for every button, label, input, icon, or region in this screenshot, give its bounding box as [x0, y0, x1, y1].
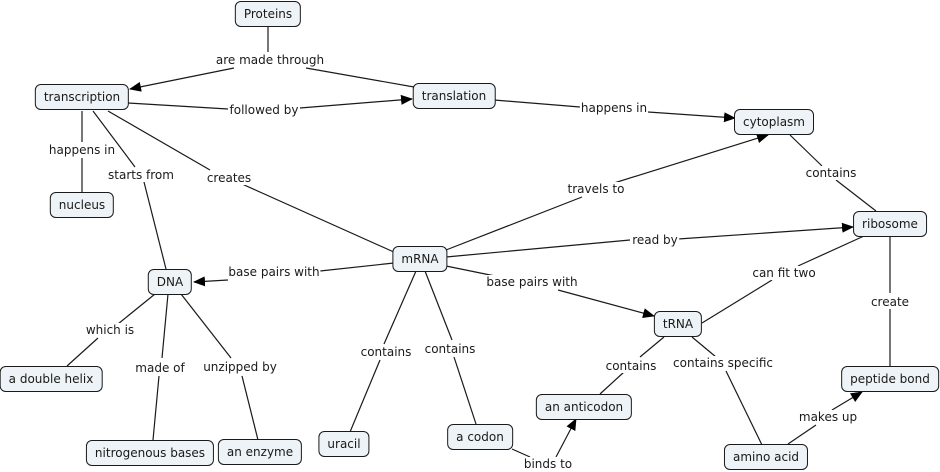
concept-trna[interactable]: tRNA — [653, 311, 703, 337]
edge-transcription-startsfrom — [92, 110, 136, 168]
edge-dna-madeof — [161, 293, 169, 359]
edge-link-transcription — [129, 67, 235, 92]
edge-canfittwo-trna — [701, 279, 773, 324]
link-which-is: which is — [84, 323, 136, 337]
edge-contains-ribosome — [835, 179, 877, 212]
link-are-made-through: are made through — [214, 53, 326, 67]
edge-transcription-creates — [107, 110, 211, 171]
concept-codon[interactable]: a codon — [447, 424, 513, 450]
link-contains-specific: contains specific — [672, 356, 774, 370]
edge-mrna-travelsto — [445, 196, 583, 251]
edge-basepairs-dna — [193, 276, 229, 287]
edge-ribosome-canfittwo — [797, 235, 865, 267]
edge-mrna-contains-uracil — [383, 270, 417, 345]
link-base-pairs-with-trna: base pairs with — [485, 275, 579, 289]
edge-contains-anticodon — [599, 371, 625, 395]
concept-translation[interactable]: translation — [412, 83, 496, 109]
link-makes-up: makes up — [797, 410, 859, 424]
link-contains-anticodon: contains — [604, 359, 658, 373]
link-contains-codon: contains — [423, 342, 477, 356]
concept-double-helix[interactable]: a double helix — [0, 366, 103, 392]
edge-creates-mrna — [241, 183, 397, 254]
concept-ribosome[interactable]: ribosome — [853, 211, 927, 237]
edge-translation-happensin — [493, 99, 581, 108]
edge-unzippedby-enzyme — [241, 375, 259, 441]
link-contains-ribosome: contains — [804, 166, 858, 180]
edge-happensin-cytoplasm — [647, 111, 736, 123]
edge-followedby-translation — [299, 94, 413, 109]
link-happens-in-translation: happens in — [579, 101, 649, 115]
edge-madeof-bases — [152, 375, 160, 441]
edge-mrna-contains-codon — [424, 270, 453, 341]
edge-link-translation — [305, 67, 415, 88]
link-can-fit-two: can fit two — [751, 266, 817, 280]
link-unzipped-by: unzipped by — [202, 360, 278, 374]
edge-codon-bindsto — [511, 448, 531, 458]
edge-trna-contains — [639, 336, 665, 358]
edge-dna-whichis — [117, 293, 156, 325]
link-followed-by: followed by — [228, 103, 300, 117]
link-happens-in-transcription: happens in — [47, 143, 117, 157]
link-base-pairs-with-dna: base pairs with — [227, 265, 321, 279]
link-made-of: made of — [134, 361, 186, 375]
edge-startsfrom-dna — [143, 181, 167, 270]
concept-mrna[interactable]: mRNA — [392, 246, 448, 272]
link-read-by: read by — [631, 233, 679, 247]
edge-mrna-readby — [445, 239, 631, 258]
edge-mrna-basepairs — [319, 262, 395, 272]
link-create: create — [869, 295, 911, 309]
concept-anticodon[interactable]: an anticodon — [535, 394, 633, 420]
concept-nucleus[interactable]: nucleus — [49, 192, 115, 218]
edge-aminoacid-makesup — [787, 424, 817, 445]
edge-makesup-peptide — [831, 391, 863, 411]
link-travels-to: travels to — [566, 182, 626, 196]
link-creates: creates — [205, 171, 253, 185]
edge-containsspecific-aminoacid — [725, 370, 763, 446]
edge-contains-codon — [453, 356, 477, 425]
edge-trna-containsspecific — [691, 336, 717, 358]
edge-transcription-followedby — [127, 102, 229, 110]
edge-whichis-helix — [66, 337, 99, 367]
edge-contains-uracil — [349, 359, 381, 433]
concept-dna[interactable]: DNA — [147, 269, 193, 295]
concept-peptide-bond[interactable]: peptide bond — [841, 366, 939, 392]
edge-cytoplasm-contains — [789, 134, 823, 167]
concept-proteins[interactable]: Proteins — [234, 1, 302, 27]
concept-uracil[interactable]: uracil — [318, 431, 370, 457]
concept-nitrogenous-bases[interactable]: nitrogenous bases — [85, 440, 215, 466]
edge-basepairs2-trna — [557, 289, 655, 318]
edge-dna-unzippedby — [180, 293, 232, 359]
concept-amino-acid[interactable]: amino acid — [723, 444, 809, 470]
link-binds-to: binds to — [522, 457, 574, 471]
concept-transcription[interactable]: transcription — [34, 84, 130, 110]
edge-readby-ribosome — [677, 222, 854, 240]
edge-bindsto-anticodon — [555, 418, 577, 458]
edge-travelsto-cytoplasm — [613, 133, 769, 184]
link-contains-uracil: contains — [359, 345, 413, 359]
concept-cytoplasm[interactable]: cytoplasm — [734, 109, 814, 135]
concept-enzyme[interactable]: an enzyme — [217, 439, 303, 465]
link-starts-from: starts from — [107, 168, 175, 182]
